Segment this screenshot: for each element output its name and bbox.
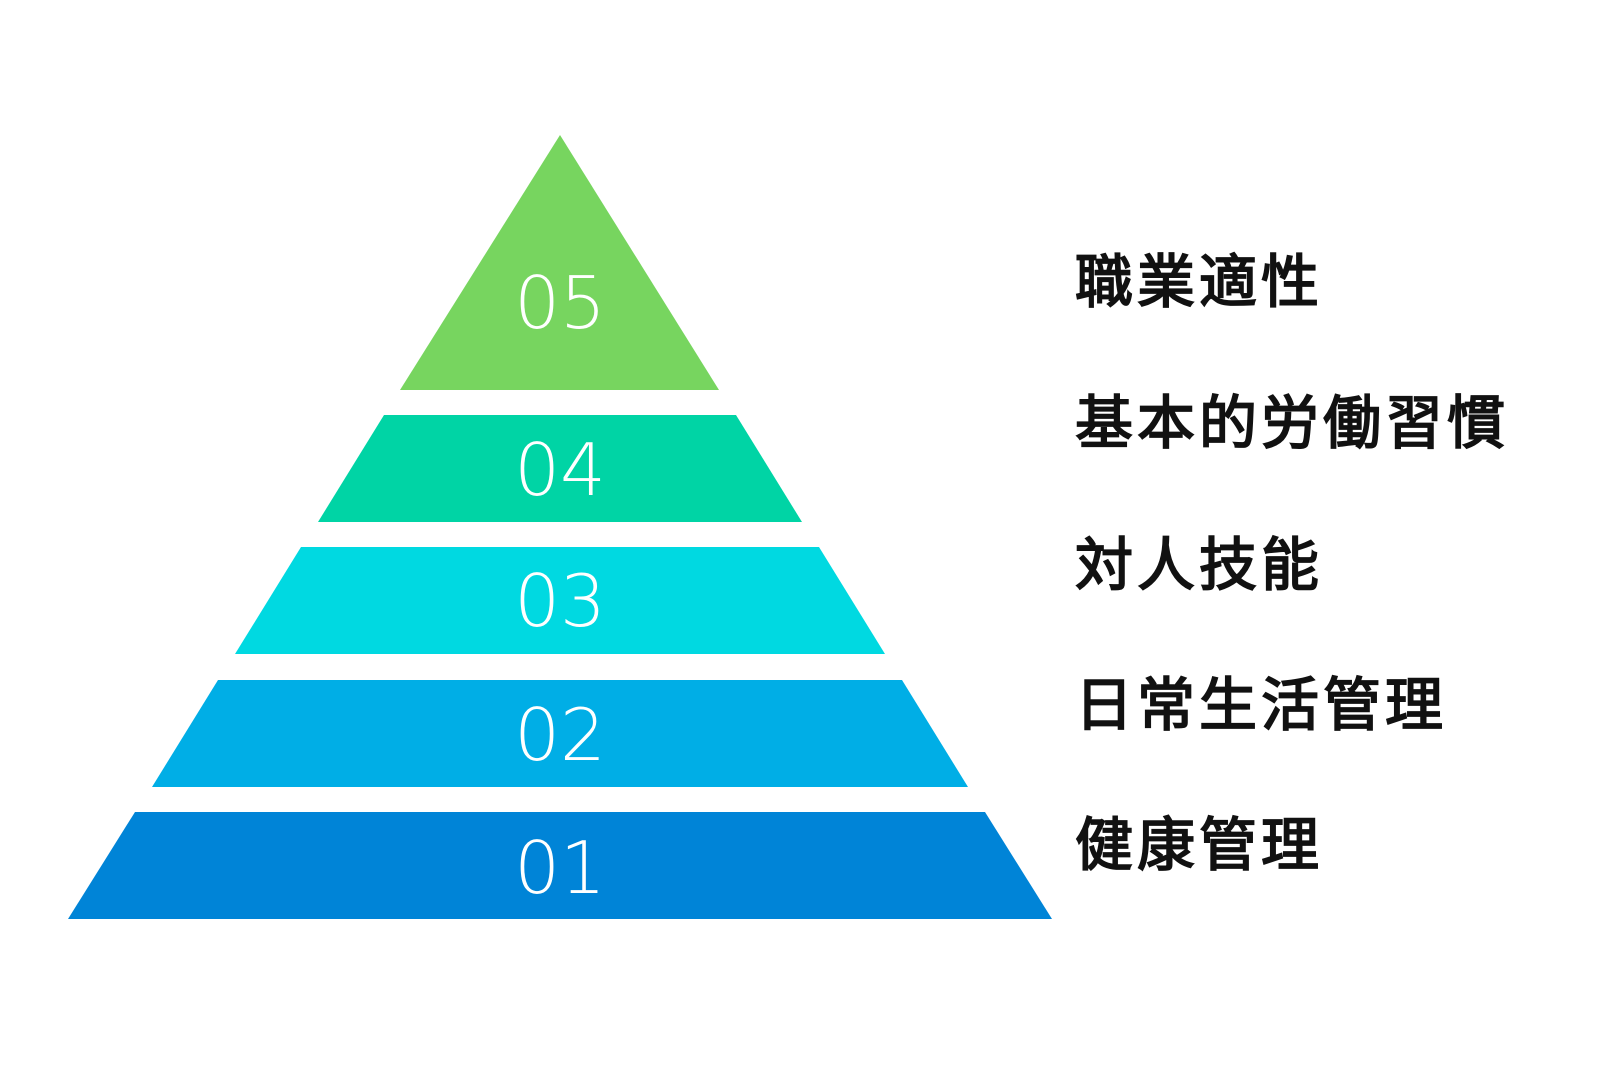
tier-04-number: 04 (514, 428, 606, 512)
tier-03-shape (235, 547, 885, 654)
tier-01-number: 01 (514, 826, 606, 910)
tier-01-label: 健康管理 (1075, 811, 1324, 879)
tier-03-label: 対人技能 (1075, 531, 1324, 599)
tier-01-shape (68, 812, 1052, 919)
tier-04-shape (318, 415, 802, 522)
tier-04-label: 基本的労働習慣 (1075, 389, 1510, 457)
tier-02-shape (152, 680, 968, 787)
tier-05-label: 職業適性 (1075, 248, 1324, 316)
tier-02-label: 日常生活管理 (1075, 671, 1448, 739)
tier-05-shape (400, 135, 719, 390)
tier-02-number: 02 (514, 693, 606, 777)
tier-03-number: 03 (514, 559, 606, 643)
tier-05-number: 05 (514, 261, 606, 345)
